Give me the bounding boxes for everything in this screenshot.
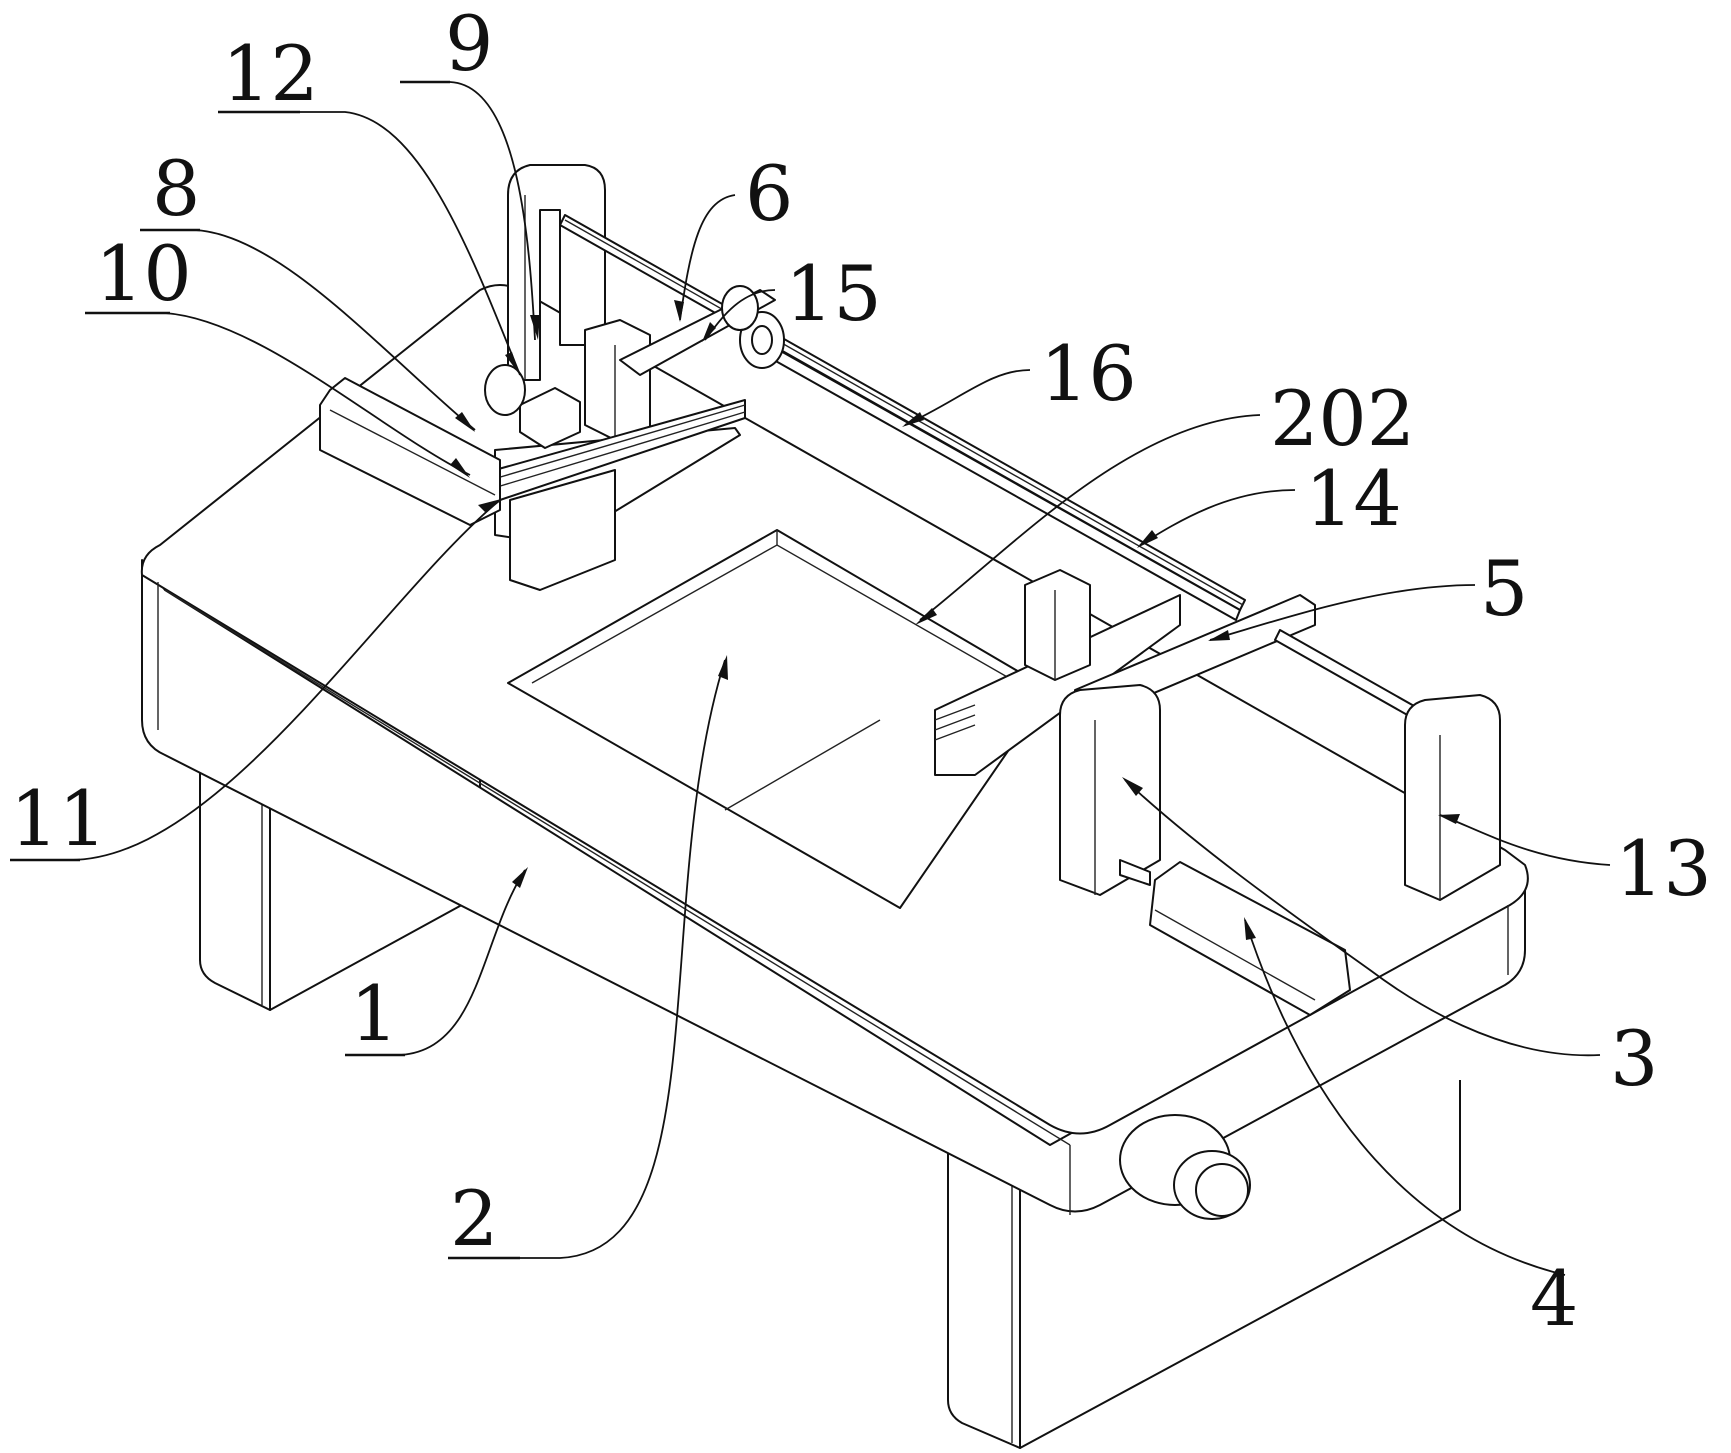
reference-labels: 12 9 8 10 11 6 15 16 202 14 5 13 3 4 2 1 (10, 0, 1712, 1343)
label-15: 15 (785, 249, 882, 338)
label-12: 13 (1615, 824, 1712, 913)
label-2: 2 (450, 1174, 498, 1263)
label-10: 10 (95, 229, 192, 318)
left-clamp-assembly (319, 364, 746, 591)
label-3: 3 (1610, 1014, 1658, 1103)
label-1: 1 (350, 969, 398, 1058)
label-16: 16 (1040, 329, 1137, 418)
label-202: 202 (1270, 374, 1415, 463)
left-upright (507, 164, 606, 381)
label-4: 4 (1530, 1254, 1578, 1343)
label-5: 5 (1480, 544, 1528, 633)
leader-lines (10, 81, 1611, 1276)
label-6: 6 (745, 149, 793, 238)
label-9: 9 (445, 0, 493, 88)
end-plate (1404, 694, 1501, 901)
upper-carriage (584, 285, 785, 441)
clamp-plate-front (1059, 684, 1161, 896)
side-knob (1119, 1114, 1251, 1220)
label-13: 14 (1305, 454, 1402, 543)
right-slider (934, 569, 1181, 776)
label-14: 12 (222, 29, 319, 118)
label-8: 8 (152, 144, 200, 233)
label-11: 11 (10, 774, 107, 863)
